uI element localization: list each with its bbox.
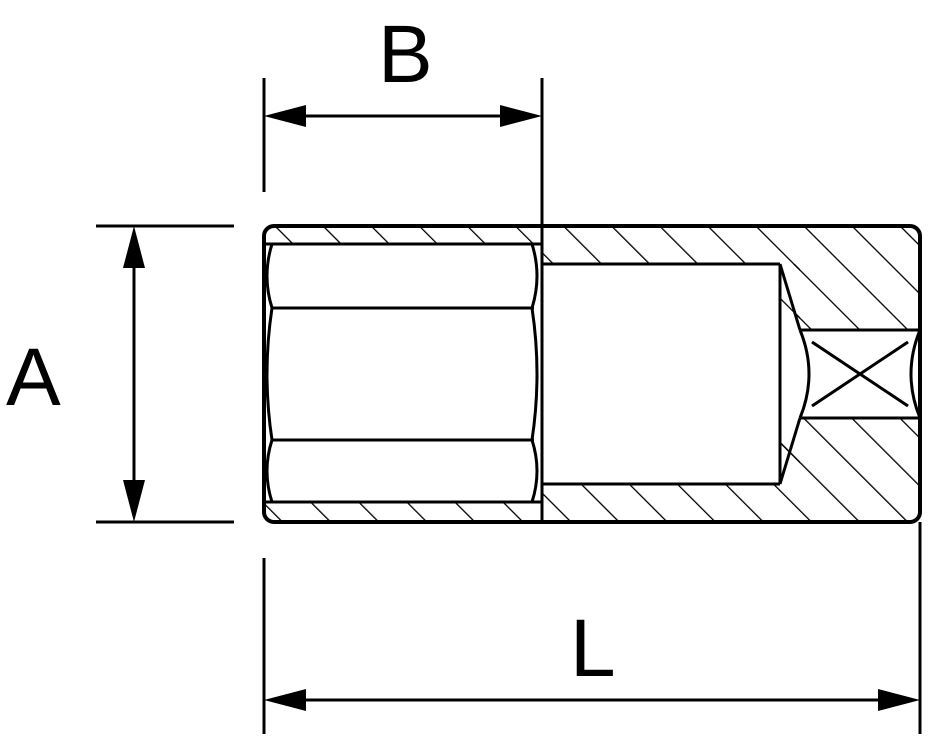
- drive-recess: [542, 262, 802, 486]
- socket-body-outline: [262, 224, 922, 524]
- dimension-label-a: A: [6, 332, 61, 423]
- hatched-section: [264, 226, 920, 522]
- dimension-label-b: B: [378, 9, 433, 100]
- square-drive-end: [798, 328, 922, 420]
- dimension-l: [262, 522, 922, 734]
- dimension-label-l: L: [570, 603, 616, 694]
- dimension-b: [262, 78, 544, 226]
- dimension-a: [96, 224, 234, 524]
- hex-bore: [264, 226, 544, 522]
